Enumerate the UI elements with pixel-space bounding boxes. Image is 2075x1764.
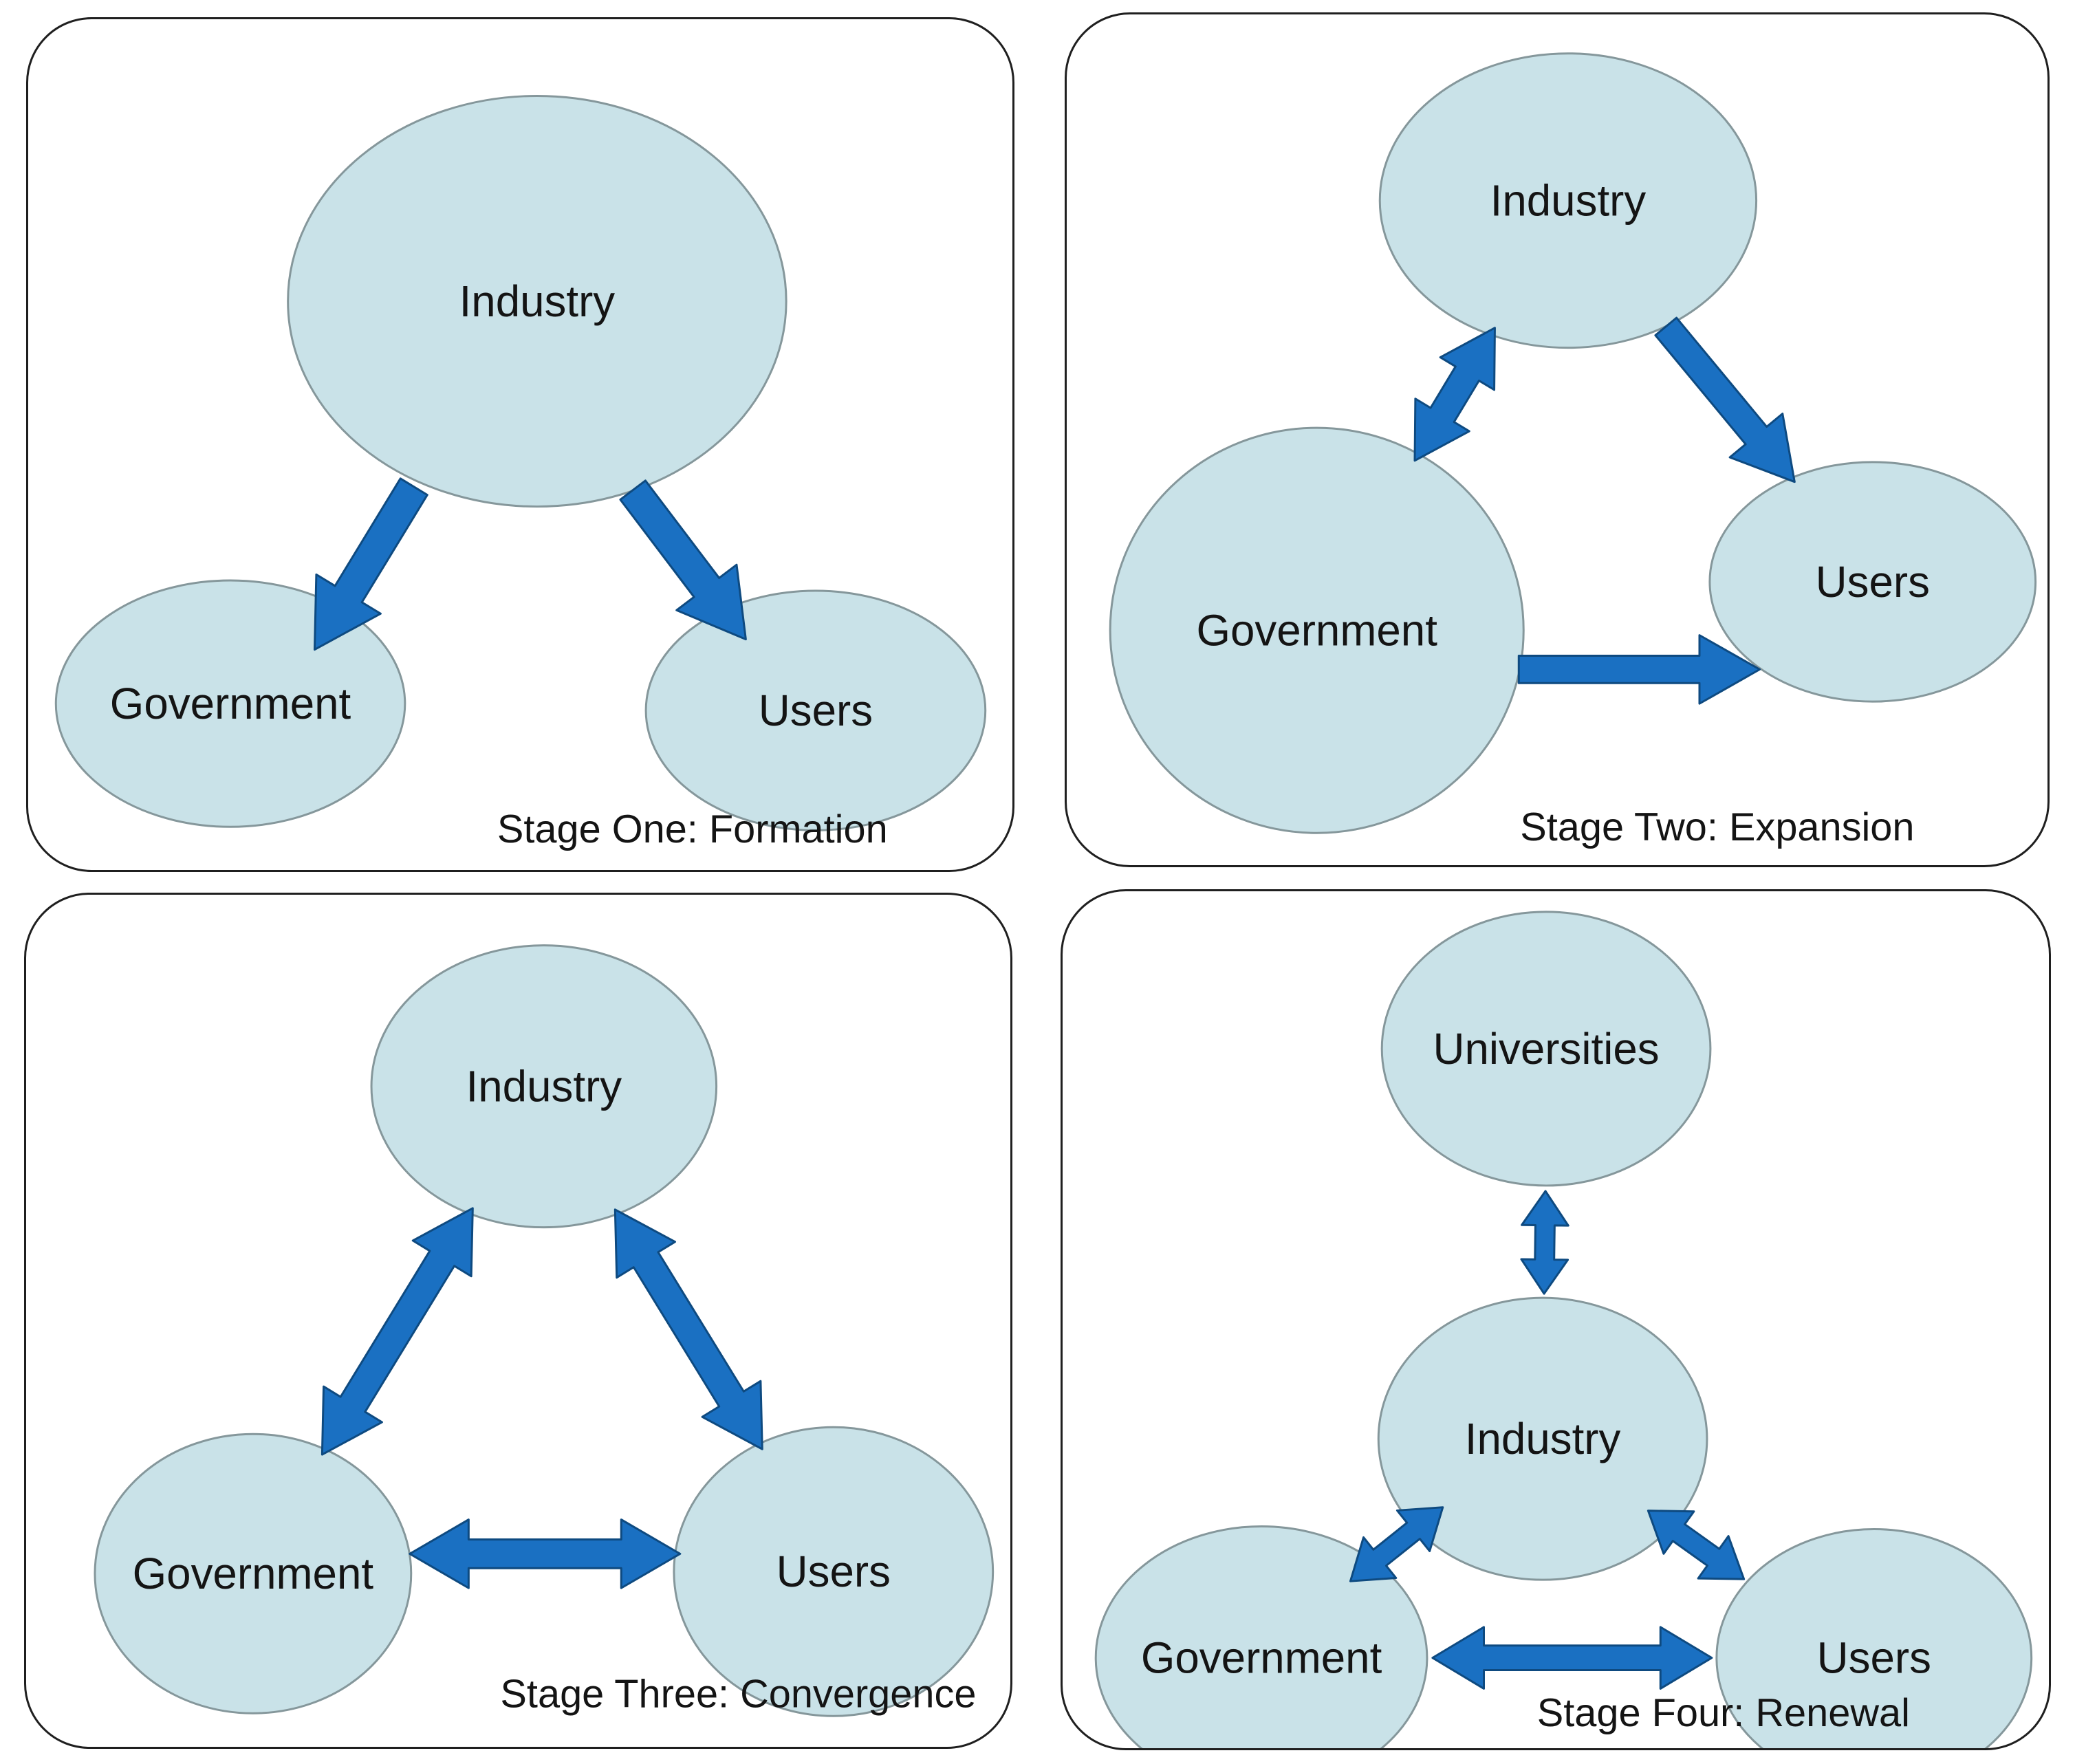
arrow-government-to-users: [1517, 634, 1761, 705]
node-universities: [1380, 911, 1712, 1187]
caption-stage-four: Stage Four: Renewal: [1537, 1691, 1910, 1735]
node-government: [94, 1433, 413, 1714]
node-users: [673, 1426, 995, 1717]
panel-stage-four: Universities Industry Government Users S…: [1061, 889, 2051, 1750]
node-label-universities: Universities: [1433, 1025, 1659, 1074]
node-industry: [287, 94, 787, 508]
arrow-industry-users-two-way: [1647, 1510, 1746, 1580]
arrow-industry-to-users: [1654, 316, 1796, 483]
node-label-users: Users: [1817, 1634, 1931, 1683]
node-label-government: Government: [133, 1549, 374, 1598]
node-users: [1708, 461, 2037, 703]
arrow-government-users-two-way: [1431, 1626, 1713, 1690]
arrow-industry-to-government: [313, 477, 428, 651]
arrow-universities-industry-two-way: [1520, 1190, 1569, 1295]
node-industry: [1377, 1296, 1708, 1581]
arrow-industry-users-two-way: [613, 1208, 763, 1450]
node-industry: [1378, 52, 1758, 349]
panel-stage-two: Industry Government Users Stage Two: Exp…: [1065, 12, 2050, 867]
node-label-government: Government: [1196, 607, 1437, 655]
node-label-government: Government: [1141, 1634, 1382, 1683]
node-label-industry: Industry: [1490, 177, 1647, 226]
node-government: [1109, 426, 1525, 834]
node-users: [1715, 1528, 2033, 1748]
arrow-government-industry-two-way: [1413, 327, 1496, 462]
node-label-industry: Industry: [466, 1063, 622, 1111]
node-users: [644, 589, 987, 831]
node-label-industry: Industry: [1465, 1415, 1621, 1463]
node-label-users: Users: [1816, 558, 1930, 607]
node-label-users: Users: [759, 686, 873, 735]
node-label-users: Users: [776, 1547, 891, 1596]
node-government: [1094, 1525, 1428, 1748]
node-industry: [370, 944, 718, 1229]
arrow-industry-to-users: [619, 479, 747, 641]
stage-one-diagram: Industry Government Users Stage One: For…: [54, 94, 987, 851]
caption-stage-three: Stage Three: Convergence: [500, 1672, 976, 1716]
stage-four-diagram: Universities Industry Government Users S…: [1094, 911, 2033, 1748]
panel-stage-three: Industry Government Users Stage Three: C…: [24, 893, 1012, 1749]
panel-stage-one: Industry Government Users Stage One: For…: [26, 17, 1014, 872]
stage-three-diagram: Industry Government Users Stage Three: C…: [94, 944, 995, 1717]
arrow-government-industry-two-way: [321, 1207, 474, 1456]
caption-stage-one: Stage One: Formation: [497, 807, 888, 851]
stage-two-diagram: Industry Government Users Stage Two: Exp…: [1109, 52, 2037, 849]
node-label-industry: Industry: [459, 277, 616, 326]
arrow-industry-government-two-way: [1349, 1506, 1444, 1582]
caption-stage-two: Stage Two: Expansion: [1520, 805, 1914, 849]
arrow-government-users-two-way: [409, 1518, 682, 1589]
node-label-government: Government: [110, 679, 351, 728]
